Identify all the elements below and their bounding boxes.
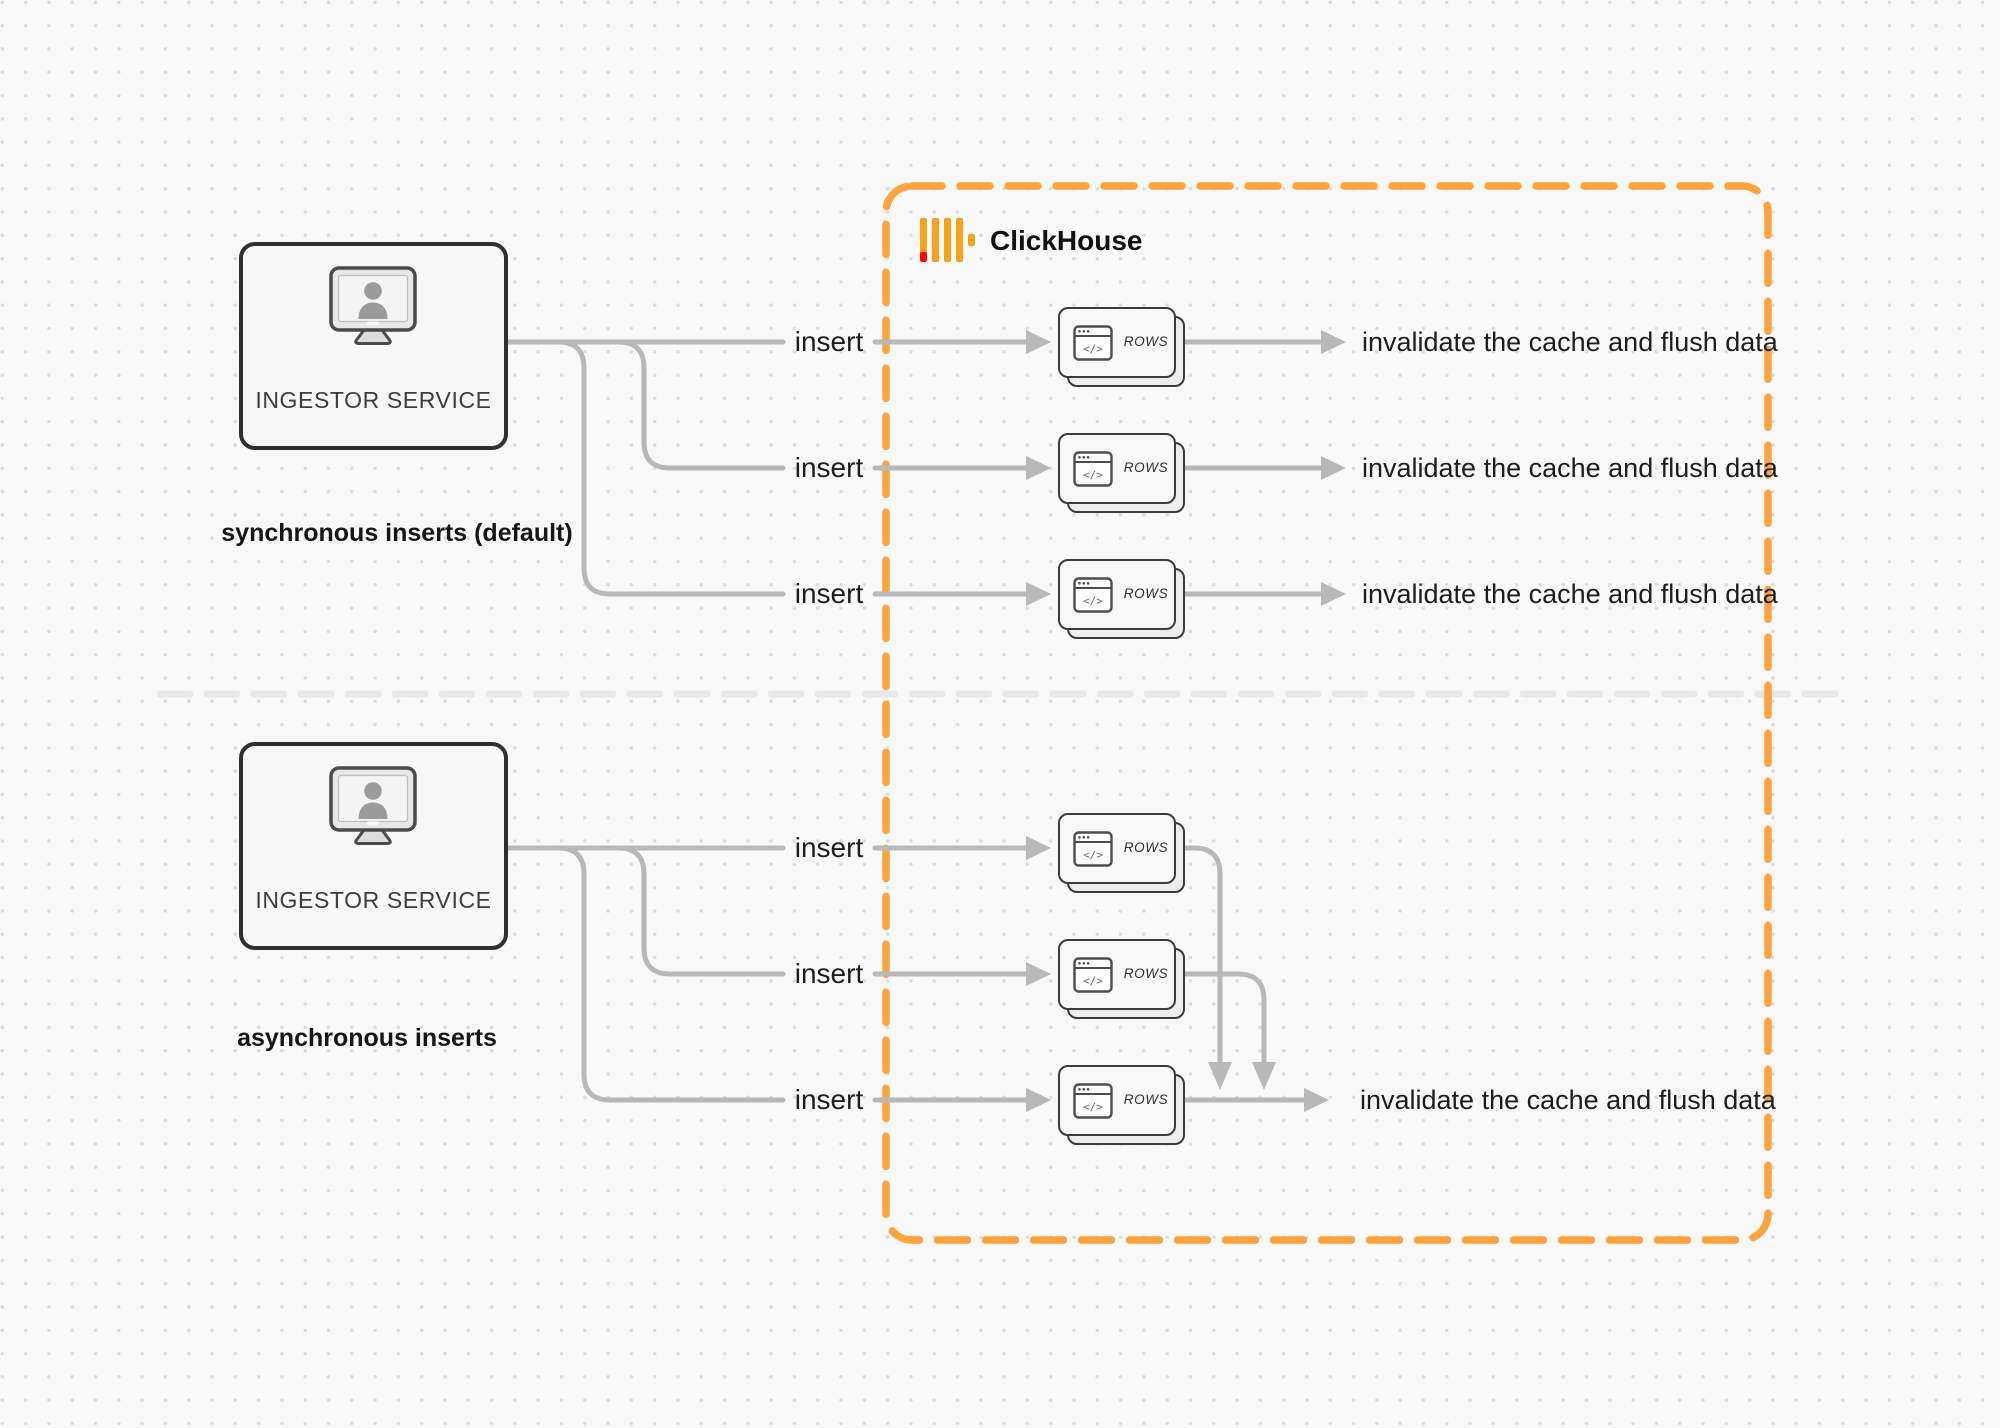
arrowhead-async-row3 bbox=[1026, 1088, 1051, 1112]
rows-card: </> ROWS bbox=[1058, 813, 1188, 895]
sync-branch-row2 bbox=[615, 339, 786, 471]
svg-text:</>: </> bbox=[1083, 849, 1103, 862]
insert-label: insert bbox=[794, 452, 864, 483]
arrowhead-sync-row2 bbox=[1026, 456, 1051, 480]
rows-label: ROWS bbox=[1123, 460, 1169, 475]
rows-card: </> ROWS bbox=[1058, 1065, 1188, 1147]
code-window-icon: </> bbox=[1073, 577, 1113, 613]
insert-label: insert bbox=[794, 1084, 864, 1115]
rows-card: </> ROWS bbox=[1058, 307, 1188, 389]
clickhouse-bars-icon bbox=[920, 218, 975, 262]
rows-card-front: </> ROWS bbox=[1058, 433, 1176, 504]
async-branch-row3 bbox=[555, 845, 786, 1103]
arrowhead-sync-out2 bbox=[1321, 456, 1346, 480]
async-branch-row2 bbox=[615, 845, 786, 977]
svg-text:</>: </> bbox=[1083, 595, 1103, 608]
async-merge-row2 bbox=[1183, 971, 1267, 1065]
rows-card-front: </> ROWS bbox=[1058, 307, 1176, 378]
rows-label: ROWS bbox=[1123, 334, 1169, 349]
rows-label: ROWS bbox=[1123, 586, 1169, 601]
arrowhead-sync-row3 bbox=[1026, 582, 1051, 606]
arrowhead-async-row1 bbox=[1026, 836, 1051, 860]
rows-card-front: </> ROWS bbox=[1058, 559, 1176, 630]
monitor-user-icon bbox=[329, 266, 417, 345]
arrowhead-sync-row1 bbox=[1026, 330, 1051, 354]
arrow-lines bbox=[505, 339, 1324, 1103]
service-label: INGESTOR SERVICE bbox=[255, 887, 492, 913]
code-window-icon: </> bbox=[1073, 325, 1113, 361]
svg-text:</>: </> bbox=[1083, 975, 1103, 988]
rows-card-front: </> ROWS bbox=[1058, 813, 1176, 884]
arrowhead-async-row2 bbox=[1026, 962, 1051, 986]
arrowheads bbox=[1026, 330, 1346, 1112]
section-caption-async: asynchronous inserts bbox=[237, 1024, 497, 1052]
insert-label: insert bbox=[794, 326, 864, 357]
clickhouse-boundary bbox=[882, 182, 1772, 1244]
rows-card-front: </> ROWS bbox=[1058, 939, 1176, 1010]
result-label: invalidate the cache and flush data bbox=[1362, 453, 1778, 483]
svg-text:</>: </> bbox=[1083, 343, 1103, 356]
section-caption-sync: synchronous inserts (default) bbox=[221, 519, 573, 547]
clickhouse-label: ClickHouse bbox=[990, 225, 1143, 256]
arrowhead-sync-out3 bbox=[1321, 582, 1346, 606]
arrowhead-async-merge2 bbox=[1252, 1062, 1276, 1090]
arrowhead-sync-out1 bbox=[1321, 330, 1346, 354]
code-window-icon: </> bbox=[1073, 957, 1113, 993]
monitor-user-icon bbox=[329, 766, 417, 845]
sync-branch-row3 bbox=[555, 339, 786, 597]
result-label: invalidate the cache and flush data bbox=[1360, 1085, 1776, 1115]
rows-card: </> ROWS bbox=[1058, 939, 1188, 1021]
async-merge-row1 bbox=[1183, 845, 1223, 1065]
rows-card-front: </> ROWS bbox=[1058, 1065, 1176, 1136]
insert-label: insert bbox=[794, 958, 864, 989]
code-window-icon: </> bbox=[1073, 831, 1113, 867]
svg-text:</>: </> bbox=[1083, 469, 1103, 482]
insert-label: insert bbox=[794, 832, 864, 863]
result-label: invalidate the cache and flush data bbox=[1362, 327, 1778, 357]
arrowhead-async-out bbox=[1304, 1088, 1329, 1112]
result-label: invalidate the cache and flush data bbox=[1362, 579, 1778, 609]
code-window-icon: </> bbox=[1073, 451, 1113, 487]
insert-label: insert bbox=[794, 578, 864, 609]
arrowhead-async-merge1 bbox=[1208, 1062, 1232, 1090]
rows-card: </> ROWS bbox=[1058, 433, 1188, 515]
rows-label: ROWS bbox=[1123, 1092, 1169, 1107]
svg-text:</>: </> bbox=[1083, 1101, 1103, 1114]
rows-label: ROWS bbox=[1123, 840, 1169, 855]
service-label: INGESTOR SERVICE bbox=[255, 387, 492, 413]
rows-label: ROWS bbox=[1123, 966, 1169, 981]
code-window-icon: </> bbox=[1073, 1083, 1113, 1119]
rows-card: </> ROWS bbox=[1058, 559, 1188, 641]
